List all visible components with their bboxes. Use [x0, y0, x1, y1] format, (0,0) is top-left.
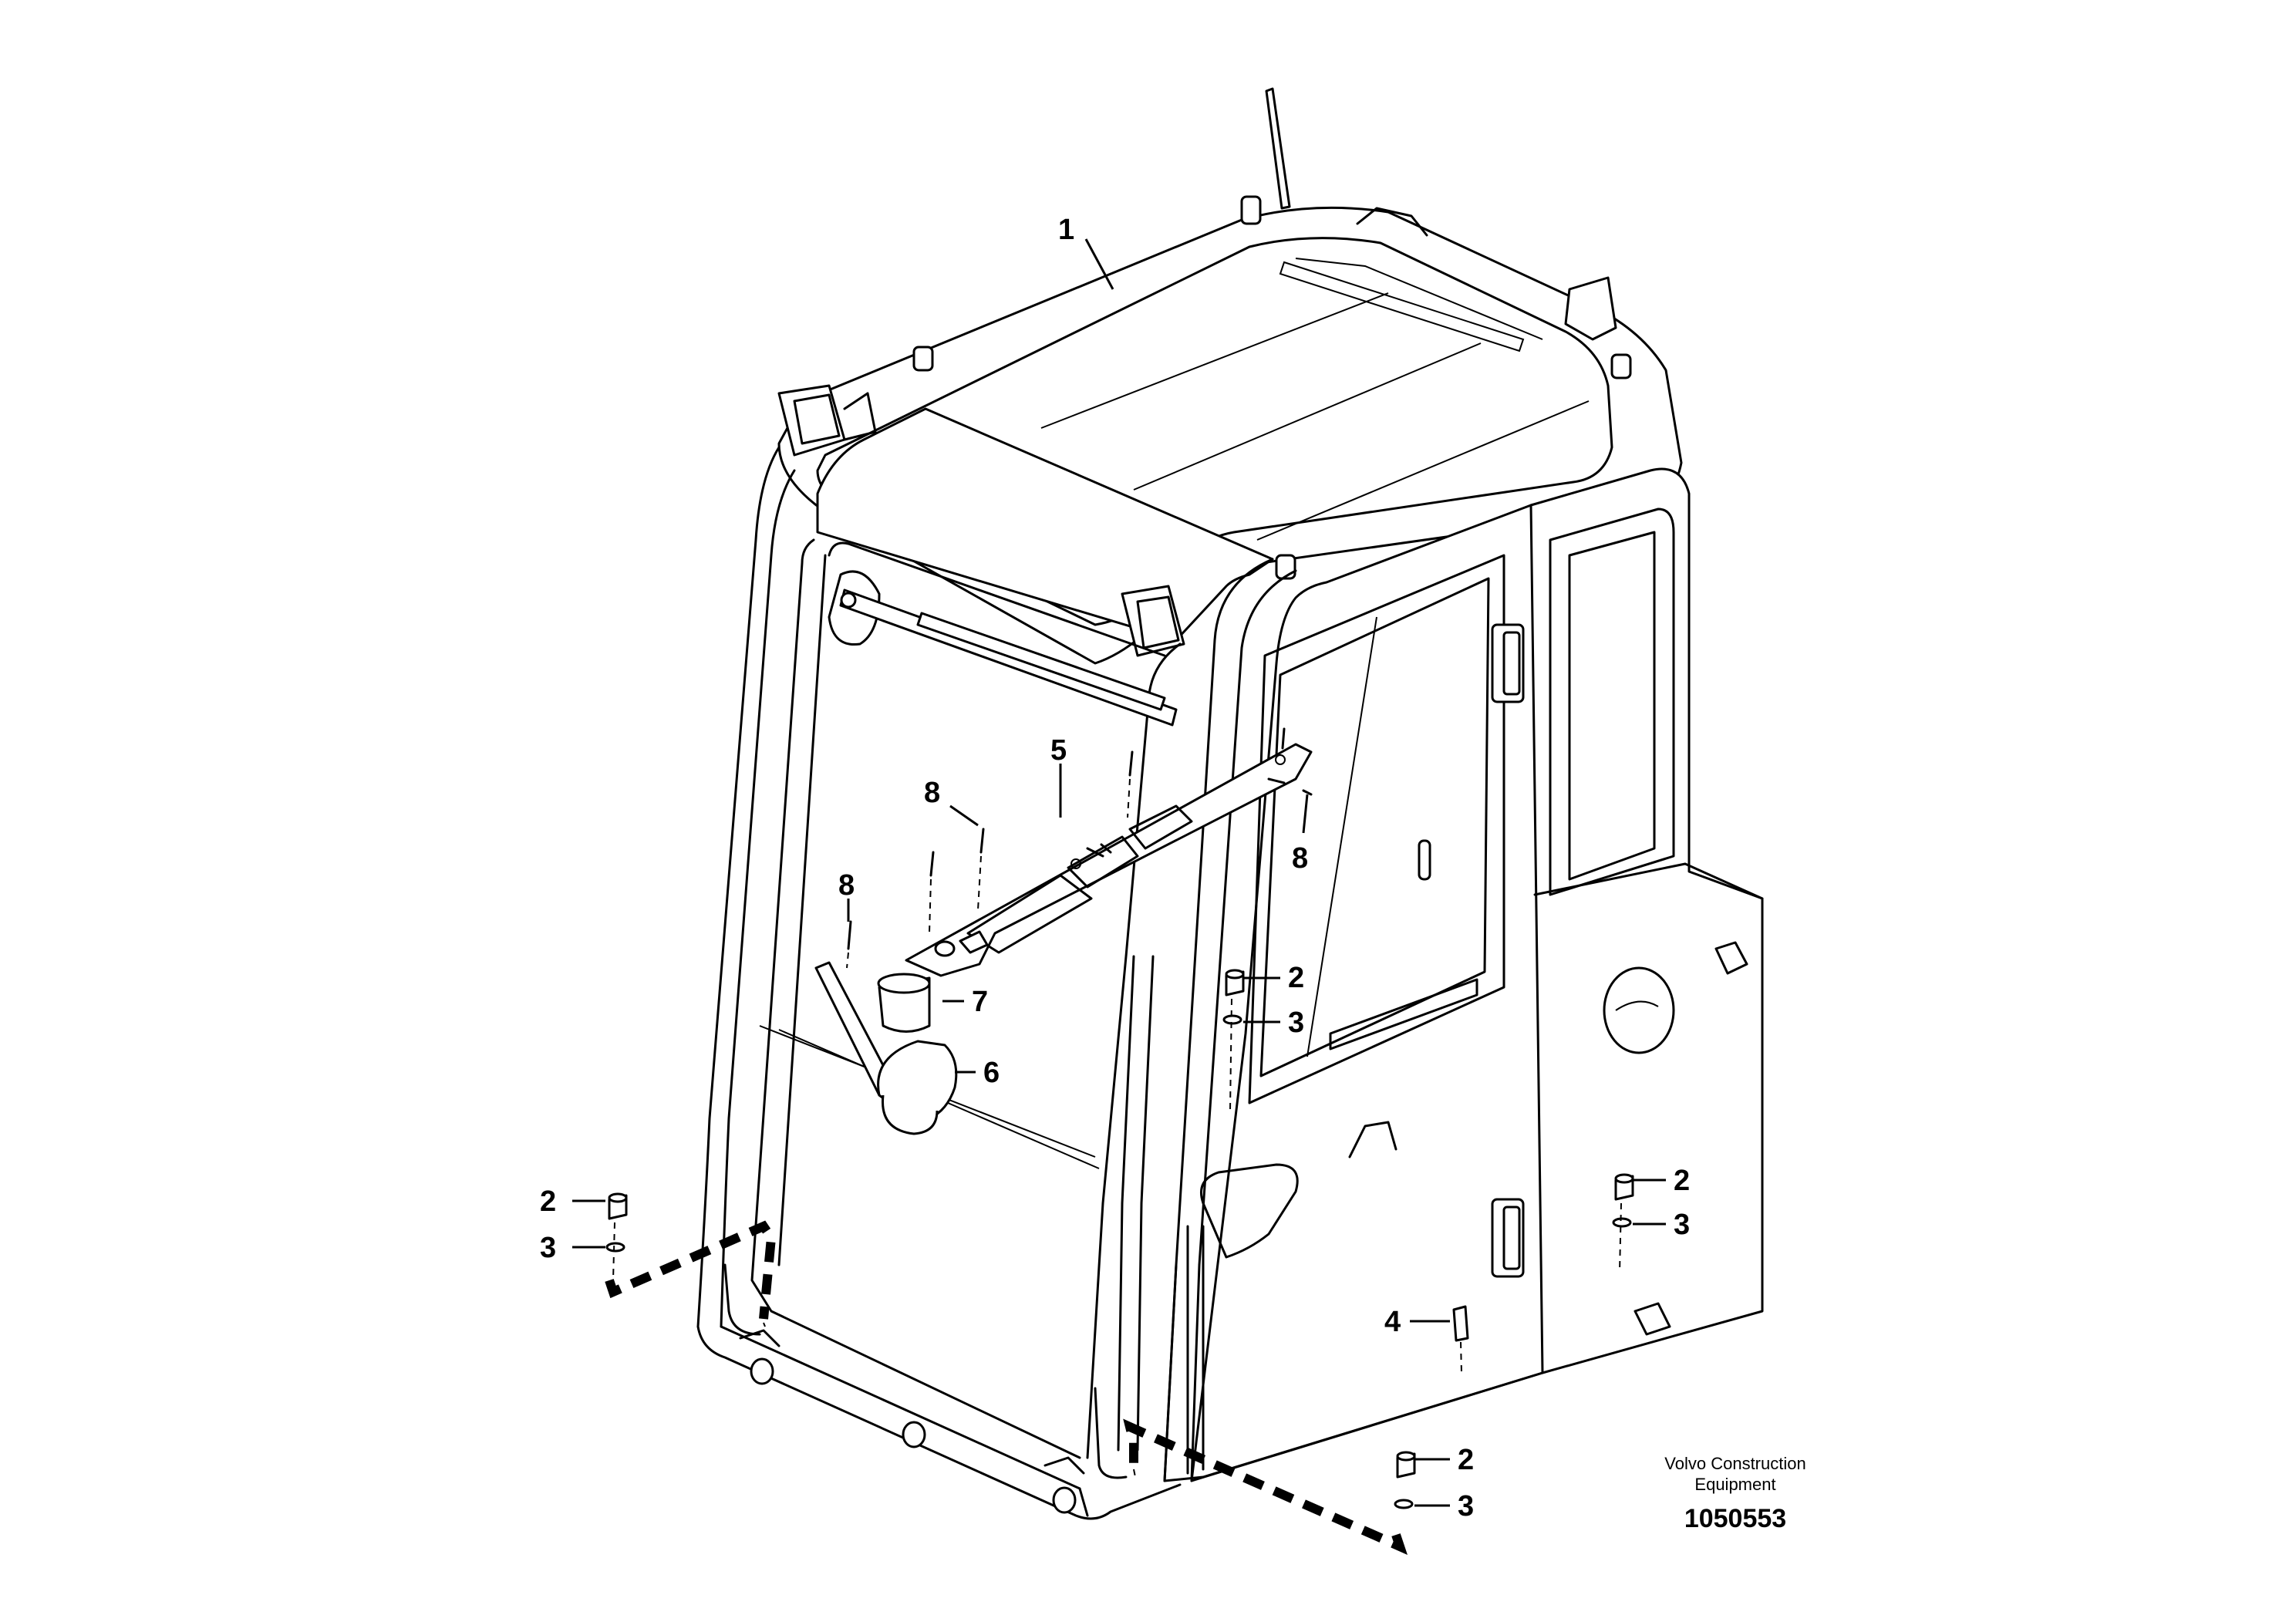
fuel-cap-logo — [1615, 1000, 1659, 1011]
door-handle — [1200, 1163, 1299, 1259]
wiper-motor-base — [882, 1094, 939, 1135]
fuel-cap — [1603, 966, 1675, 1054]
front-work-light-left — [777, 384, 877, 457]
roof-nubs — [912, 195, 1632, 580]
wiper-motor-cover — [877, 1040, 958, 1120]
fastener-middle — [1222, 969, 1245, 1111]
fastener-left — [605, 1192, 628, 1281]
right-pillar-inner — [1190, 569, 1297, 1482]
base-bracket-right — [1043, 1456, 1085, 1475]
front-wiper — [828, 570, 1178, 727]
door-hinges — [1491, 623, 1525, 1278]
door-bottom — [1163, 1263, 1544, 1482]
left-pillar-inner — [720, 469, 796, 1328]
windshield-inner-left — [777, 554, 827, 1266]
callout-2-middle: 2 — [1288, 962, 1304, 994]
console-panel-3 — [1128, 804, 1193, 850]
cab-structure — [696, 87, 1764, 1520]
callout-3-bottom: 3 — [1458, 1490, 1474, 1523]
door-screw-4 — [1452, 1305, 1469, 1374]
windshield-right-edge — [1086, 642, 1182, 1459]
left-lower-rail — [723, 1263, 761, 1336]
rear-nub-top — [1714, 941, 1748, 975]
screw-8c — [847, 920, 852, 950]
callout-8-console-right: 8 — [1292, 842, 1308, 875]
roof-hatch-top — [1295, 258, 1543, 340]
rear-side-window-inner — [1568, 531, 1656, 881]
windshield-left-edge — [750, 538, 1081, 1459]
roof-handle — [1356, 207, 1428, 237]
right-lower-rail — [1094, 1387, 1128, 1479]
base-bracket-left — [739, 1329, 781, 1347]
hidden-path-left — [605, 1220, 777, 1320]
door-lower-rail — [1186, 1225, 1205, 1475]
document-number: 1050553 — [1684, 1504, 1786, 1533]
base-frame-front — [696, 1325, 1182, 1520]
pillar-rail-1 — [1117, 955, 1135, 1452]
callout-leaders — [572, 238, 1666, 1507]
hidden-path-bottom — [1123, 1418, 1408, 1555]
roof-hatch-edge — [1279, 261, 1525, 352]
fastener-right — [1612, 1173, 1634, 1273]
roof-line-3 — [1256, 400, 1590, 541]
callout-1: 1 — [1058, 214, 1074, 246]
door-latch — [1348, 1121, 1397, 1158]
callout-8-console-left: 8 — [924, 777, 940, 809]
door-sill-strip — [1329, 978, 1478, 1050]
rear-nub-bottom — [1633, 1302, 1671, 1336]
callout-3-left: 3 — [540, 1232, 556, 1264]
base-corner — [1078, 1487, 1089, 1517]
base-frame-front-inner — [720, 1325, 1081, 1490]
callout-2-left: 2 — [540, 1185, 556, 1218]
door-window-inner — [1259, 577, 1490, 1077]
callout-2-bottom: 2 — [1458, 1444, 1474, 1476]
pillar-rail-2 — [1136, 955, 1155, 1452]
credit-line-1: Volvo Construction — [1664, 1454, 1805, 1473]
overhead-console — [905, 743, 1313, 977]
console-screws — [929, 727, 1313, 934]
fastener-bottom — [1394, 1451, 1416, 1509]
antenna — [1265, 87, 1291, 210]
callout-4: 4 — [1384, 1306, 1401, 1338]
callout-5: 5 — [1050, 734, 1067, 767]
console-panel-1 — [966, 874, 1093, 954]
windshield-top-edge — [828, 541, 1166, 657]
rear-box-top — [1533, 862, 1764, 900]
left-pillar-outer — [696, 446, 781, 1328]
rear-bracket — [1564, 276, 1617, 341]
callout-2-right: 2 — [1674, 1165, 1690, 1197]
door-window-outer — [1248, 554, 1505, 1104]
title-block: Volvo Construction Equipment 1050553 — [1664, 1454, 1805, 1533]
base-feet — [750, 1357, 1077, 1514]
door-lock — [1418, 839, 1431, 881]
rear-side-body — [1529, 467, 1764, 1374]
callout-8-wiper: 8 — [838, 869, 855, 902]
roof-line-1 — [1040, 292, 1389, 429]
roof-line-2 — [1133, 342, 1482, 491]
callout-3-right: 3 — [1674, 1209, 1690, 1241]
rear-side-window — [1549, 508, 1675, 896]
credit-line-2: Equipment — [1694, 1475, 1775, 1494]
right-pillar-outer — [1163, 558, 1274, 1482]
front-work-light-right — [1121, 585, 1185, 657]
callout-labels: 1 2 3 2 3 2 3 2 3 4 5 6 7 8 8 8 — [540, 214, 1690, 1523]
callout-7: 7 — [972, 986, 988, 1018]
callout-6: 6 — [983, 1057, 1000, 1089]
callout-3-middle: 3 — [1288, 1007, 1304, 1039]
rear-wiper — [814, 961, 958, 1135]
door-glass-line — [1306, 616, 1377, 1057]
roof-inner-panel — [816, 237, 1613, 626]
